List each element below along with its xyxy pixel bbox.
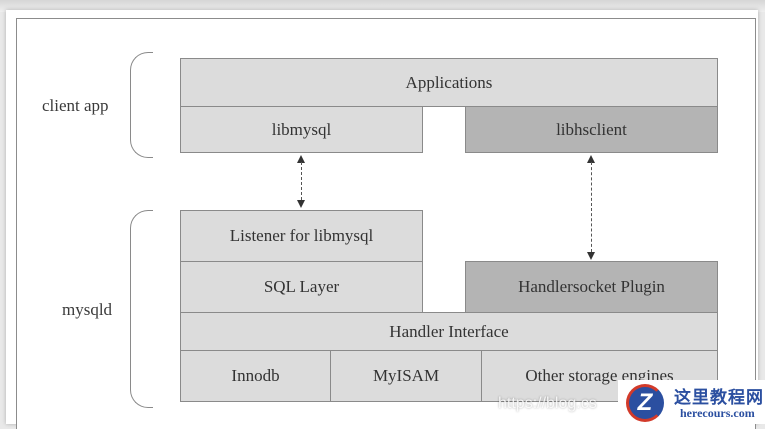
group-label-mysqld: mysqld — [62, 300, 113, 319]
box-applications: Applications — [180, 58, 718, 107]
group-label-client-app: client app — [42, 96, 109, 115]
watermark-logo: Z 这里教程网 herecours.com — [618, 380, 765, 424]
box-libhsclient: libhsclient — [465, 106, 718, 153]
watermark-url: https://blog.cs — [498, 395, 597, 412]
box-engine-innodb: Innodb — [180, 350, 331, 402]
watermark-brand-cn: 这里教程网 — [674, 388, 764, 408]
arrowhead-down-plugin — [587, 252, 595, 260]
box-handler-interface: Handler Interface — [180, 312, 718, 351]
arrowhead-up-libhsclient — [587, 155, 595, 163]
connector-libmysql-listener — [301, 162, 302, 200]
arrowhead-up-libmysql — [297, 155, 305, 163]
arrowhead-down-listener — [297, 200, 305, 208]
box-libmysql: libmysql — [180, 106, 423, 153]
box-sql-layer: SQL Layer — [180, 261, 423, 313]
box-handlersocket-plugin: Handlersocket Plugin — [465, 261, 718, 313]
connector-libhsclient-plugin — [591, 162, 592, 252]
mysqld-brace — [130, 210, 153, 408]
top-shadow — [0, 0, 765, 12]
brand-logo-icon: Z — [626, 384, 664, 422]
watermark-brand-en: herecours.com — [680, 406, 755, 420]
box-engine-myisam: MyISAM — [330, 350, 482, 402]
client-app-brace — [130, 52, 153, 158]
box-listener: Listener for libmysql — [180, 210, 423, 262]
